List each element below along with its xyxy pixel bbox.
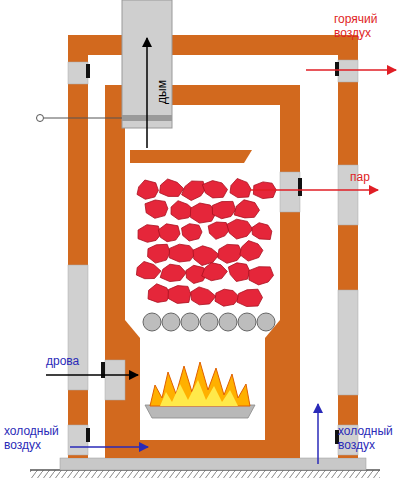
callout-label: холодный воздух — [338, 424, 402, 452]
damper-knob — [37, 115, 44, 122]
vents — [68, 60, 358, 455]
grate-bar — [238, 313, 256, 331]
stone — [252, 223, 272, 240]
cold-air-arrow — [70, 446, 148, 448]
callout-label: дрова — [46, 354, 79, 368]
stone — [137, 180, 158, 199]
flame-core — [160, 380, 238, 406]
hot-air-arrow — [306, 69, 396, 71]
flame — [150, 362, 250, 406]
stone — [138, 225, 161, 243]
stone — [240, 241, 263, 262]
ground-hatch — [30, 470, 380, 478]
stone — [227, 219, 253, 239]
stone — [148, 244, 171, 263]
stone — [208, 222, 229, 239]
stone — [182, 224, 203, 241]
stone — [202, 263, 228, 281]
grate-bars — [143, 313, 275, 331]
stone — [160, 264, 186, 281]
firewood-arrow — [46, 374, 138, 376]
stone — [136, 262, 161, 279]
stone — [215, 289, 240, 306]
grate-bar — [181, 313, 199, 331]
callout-label: дым — [155, 80, 169, 104]
brick-casing — [68, 35, 358, 458]
stone — [191, 287, 216, 305]
grate-bar — [143, 313, 161, 331]
sauna-stones — [136, 179, 276, 307]
smoke-arrow — [146, 38, 148, 148]
stone — [230, 179, 251, 198]
steam-arrow — [250, 189, 378, 191]
stone — [148, 284, 170, 303]
stone — [202, 181, 227, 198]
grate-bar — [200, 313, 218, 331]
stone — [218, 244, 243, 263]
stone — [182, 181, 205, 201]
callout-label: горячий воздух — [334, 12, 402, 40]
callout-label: пар — [350, 170, 370, 184]
stone — [234, 200, 259, 218]
callout-label: холодный воздух — [4, 424, 68, 452]
grate-bar — [219, 313, 237, 331]
damper-rod — [44, 118, 122, 119]
foundation — [60, 458, 366, 470]
damper-tabs — [86, 62, 339, 444]
stone — [145, 200, 168, 218]
stone — [212, 201, 235, 218]
stone — [237, 289, 263, 306]
grate-bar — [257, 313, 275, 331]
stone — [160, 179, 184, 196]
stone — [249, 267, 274, 285]
stone — [158, 224, 180, 242]
stone — [193, 246, 219, 266]
fire-tray — [145, 405, 255, 418]
stone — [168, 286, 191, 304]
cold-air-arrow — [317, 404, 319, 464]
grate-bar — [162, 313, 180, 331]
stone — [228, 263, 250, 282]
stone — [169, 244, 196, 262]
